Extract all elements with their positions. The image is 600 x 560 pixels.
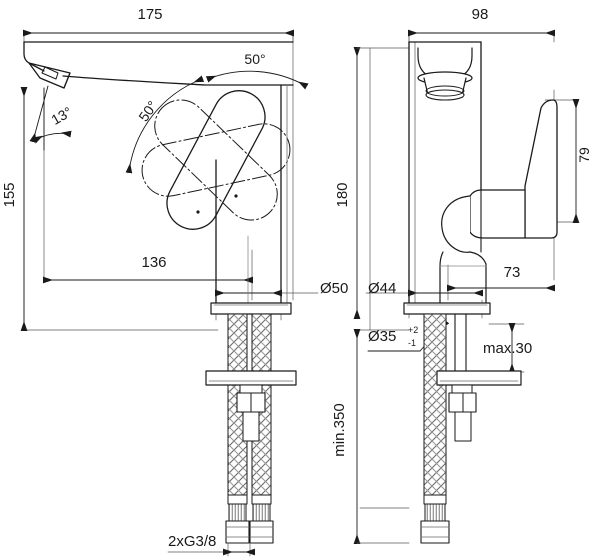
dimension-thread-g38 [167, 542, 255, 557]
label-dim-180: 180 [334, 182, 351, 207]
front-mounting-bracket [205, 370, 297, 442]
side-threaded-stud [454, 313, 467, 372]
label-dim-73: 73 [504, 264, 521, 281]
tolerance-upper: +2 [408, 325, 418, 335]
label-dim-d44: Ø44 [368, 280, 396, 297]
angle-50-degree-right [205, 70, 309, 90]
label-dim-175: 175 [137, 6, 162, 23]
side-mounting-bracket [436, 370, 522, 442]
label-dim-50deg-left: 50° [135, 98, 160, 125]
label-dim-g38: 2xG3/8 [168, 533, 216, 550]
label-dim-d35: Ø35 [368, 328, 396, 345]
side-body-column [408, 41, 482, 304]
label-dim-98: 98 [472, 6, 489, 23]
label-dim-min350: min.350 [331, 403, 348, 456]
dimension-min-350 [353, 329, 410, 544]
label-dim-d50: Ø50 [320, 280, 348, 297]
label-dim-13deg: 13° [48, 103, 74, 127]
label-dim-155: 155 [1, 182, 18, 207]
label-dim-max30: max.30 [483, 340, 532, 357]
label-dim-79: 79 [576, 147, 592, 163]
label-dim-50deg-right: 50° [244, 51, 265, 67]
side-base-plate [403, 302, 491, 315]
tolerance-lower: -1 [408, 338, 416, 348]
front-column [215, 84, 288, 304]
dimension-180 [353, 47, 410, 319]
lever-swing-ghost-right [141, 123, 291, 197]
side-aerator [417, 47, 473, 101]
side-hose [420, 313, 450, 544]
label-dim-136: 136 [141, 254, 166, 271]
front-base-plate [210, 302, 292, 315]
side-lever-handle [439, 99, 558, 304]
angle-13-degree [29, 85, 72, 151]
angle-50-degree-left [125, 75, 205, 174]
front-extension-lines [23, 32, 294, 331]
